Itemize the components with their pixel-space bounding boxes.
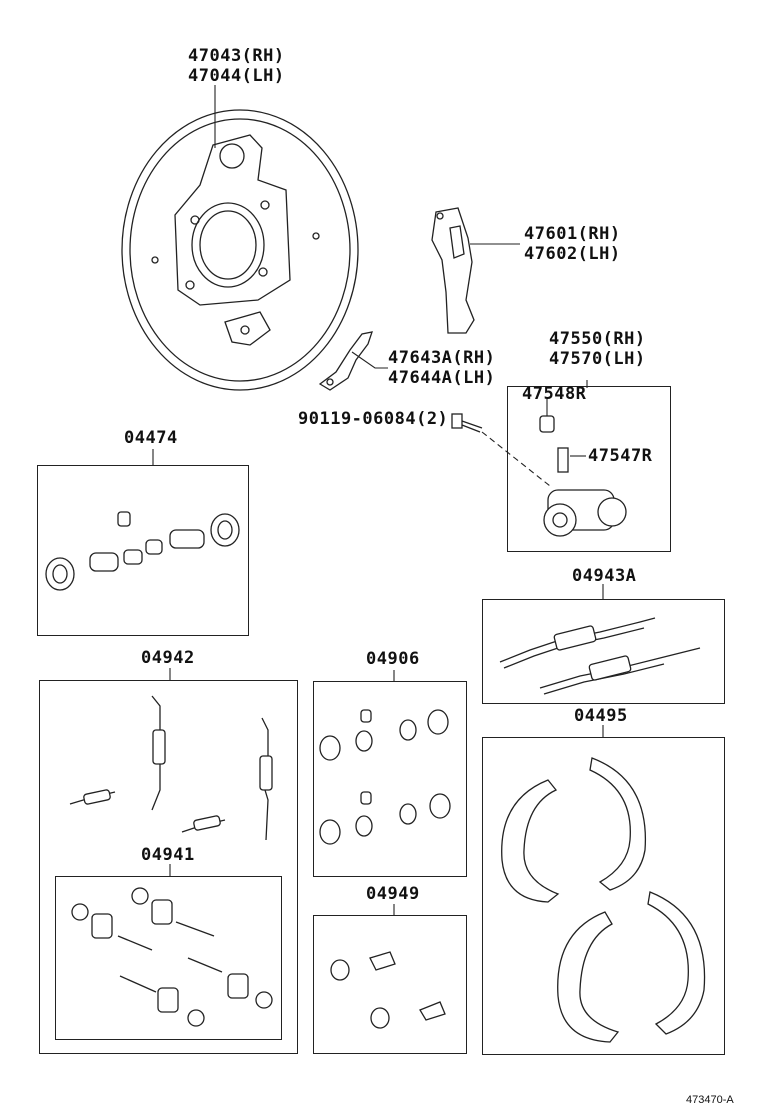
bolt-part bbox=[451, 413, 483, 433]
diagram-reference-number: 473470-A bbox=[686, 1094, 734, 1106]
strut-link-part bbox=[318, 331, 373, 391]
label-backing-plate-lh: 47044(LH) bbox=[188, 66, 285, 86]
label-bleeder-plug: 47547R bbox=[588, 446, 653, 466]
wheel-cylinder-part bbox=[539, 415, 627, 537]
label-link-lh: 47644A(LH) bbox=[388, 368, 496, 388]
label-bolt: 90119-06084(2) bbox=[298, 409, 449, 429]
label-cylinder-lh: 47570(LH) bbox=[549, 349, 646, 369]
label-kit-04949: 04949 bbox=[366, 884, 420, 904]
label-bleeder-cap: 47548R bbox=[522, 384, 587, 404]
label-kit-04495: 04495 bbox=[574, 706, 628, 726]
backing-plate-part bbox=[121, 109, 359, 391]
label-kit-04942: 04942 bbox=[141, 648, 195, 668]
box-kit-04949 bbox=[313, 915, 467, 1054]
label-kit-04474: 04474 bbox=[124, 428, 178, 448]
label-backing-plate-rh: 47043(RH) bbox=[188, 46, 285, 66]
cylinder-kit-parts bbox=[45, 511, 240, 591]
label-cylinder-rh: 47550(RH) bbox=[549, 329, 646, 349]
box-kit-04906 bbox=[313, 681, 467, 877]
spring-parts bbox=[69, 695, 273, 841]
label-link-rh: 47643A(RH) bbox=[388, 348, 496, 368]
cup-parts bbox=[319, 709, 451, 845]
box-cylinder-assembly bbox=[507, 386, 671, 552]
label-lever-lh: 47602(LH) bbox=[524, 244, 621, 264]
box-kit-04495 bbox=[482, 737, 725, 1055]
parking-lever-part bbox=[431, 207, 475, 334]
adjuster-parts bbox=[499, 617, 701, 695]
box-kit-04943a bbox=[482, 599, 725, 704]
box-kit-04474 bbox=[37, 465, 249, 636]
box-kit-04941 bbox=[55, 876, 282, 1040]
label-kit-04943a: 04943A bbox=[572, 566, 637, 586]
hold-down-parts bbox=[71, 887, 273, 1027]
box-kit-04942 bbox=[39, 680, 298, 1054]
label-kit-04906: 04906 bbox=[366, 649, 420, 669]
boot-parts bbox=[330, 951, 446, 1029]
label-lever-rh: 47601(RH) bbox=[524, 224, 621, 244]
brake-shoe-parts bbox=[501, 757, 706, 1043]
label-kit-04941: 04941 bbox=[141, 845, 195, 865]
